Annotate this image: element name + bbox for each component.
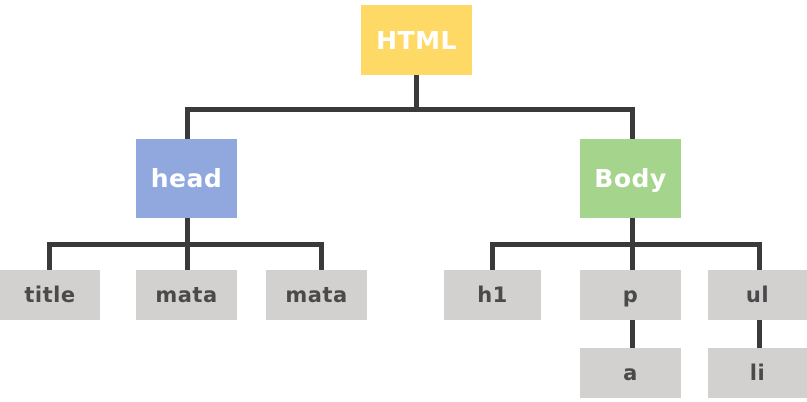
edge-body-to-h1 (490, 242, 495, 272)
node-head[interactable]: head (136, 139, 237, 218)
node-mata-2-label: mata (285, 283, 348, 307)
node-title[interactable]: title (0, 270, 100, 320)
node-body[interactable]: Body (580, 139, 681, 218)
node-a[interactable]: a (580, 348, 681, 398)
edge-html-stem (414, 75, 419, 110)
edge-ul-to-li (757, 320, 762, 350)
edge-html-bus (185, 107, 635, 112)
edge-head-to-mata-1 (185, 242, 190, 272)
edge-body-to-p (630, 242, 635, 272)
node-mata-2[interactable]: mata (266, 270, 367, 320)
node-ul[interactable]: ul (708, 270, 807, 320)
node-body-label: Body (594, 164, 667, 193)
edge-head-stem (185, 218, 190, 246)
edge-html-to-body (630, 107, 635, 139)
node-h1[interactable]: h1 (444, 270, 541, 320)
node-head-label: head (150, 164, 223, 193)
node-html-label: HTML (376, 25, 457, 55)
edge-p-to-a (630, 320, 635, 350)
edge-body-stem (630, 218, 635, 246)
edge-body-to-ul (757, 242, 762, 272)
edge-head-to-title (47, 242, 52, 272)
edge-html-to-head (185, 107, 190, 139)
node-title-label: title (24, 283, 76, 307)
node-mata-1[interactable]: mata (136, 270, 237, 320)
node-html[interactable]: HTML (361, 5, 472, 75)
node-mata-1-label: mata (155, 283, 218, 307)
node-a-label: a (623, 361, 638, 385)
edge-head-to-mata-2 (319, 242, 324, 272)
edge-body-bus (490, 242, 762, 247)
node-li[interactable]: li (708, 348, 807, 398)
node-p[interactable]: p (580, 270, 681, 320)
node-li-label: li (749, 361, 766, 385)
node-h1-label: h1 (477, 283, 508, 307)
node-p-label: p (622, 283, 639, 307)
node-ul-label: ul (745, 283, 770, 307)
